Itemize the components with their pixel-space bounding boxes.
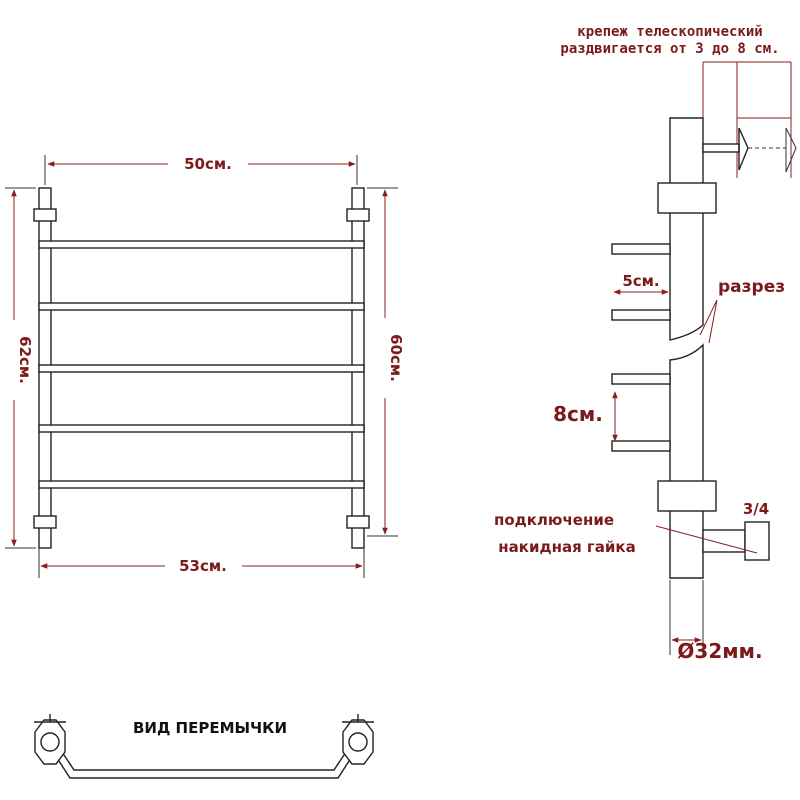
mount-note-line2: раздвигается от 3 до 8 см. [560, 41, 779, 57]
rung-4 [38, 424, 365, 433]
front-view: 50см. 53см. 62см. 60см. [5, 155, 405, 578]
wall-cone [738, 127, 749, 171]
connection-nut [744, 521, 770, 561]
bracket-top-right [346, 208, 370, 222]
cut-label: разрез [718, 277, 785, 297]
connection-line1: подключение [494, 511, 614, 529]
bracket-top-left [33, 208, 57, 222]
upper-bracket [657, 182, 717, 214]
thread-size: 3/4 [743, 500, 769, 518]
side-view: крепеж телескопический раздвигается от 3… [494, 24, 797, 663]
lower-bracket [657, 480, 717, 512]
mount-note-line1: крепеж телескопический [577, 24, 762, 40]
side-rung-1 [611, 243, 671, 255]
connection-line2: накидная гайка [498, 538, 635, 556]
dim-rung-depth: 5см. [622, 272, 659, 290]
bracket-bottom-right [346, 515, 370, 529]
connection-pipe [702, 529, 746, 553]
dim-height-left: 62см. [16, 336, 34, 384]
dim-height-right: 60см. [387, 334, 405, 382]
side-rung-4 [611, 440, 671, 452]
rung-5 [38, 480, 365, 489]
rung-2 [38, 302, 365, 311]
dim-width-top: 50см. [184, 155, 232, 173]
side-rung-2 [611, 309, 671, 321]
dim-pipe-diameter: Ø32мм. [677, 639, 762, 663]
dim-width-bottom: 53см. [179, 557, 227, 575]
wall-rod [702, 143, 740, 153]
dim-rung-spacing: 8см. [553, 402, 603, 426]
jumper-title: ВИД ПЕРЕМЫЧКИ [133, 719, 287, 737]
jumper-view: ВИД ПЕРЕМЫЧКИ [34, 714, 374, 779]
bracket-bottom-left [33, 515, 57, 529]
rung-1 [38, 240, 365, 249]
rung-3 [38, 364, 365, 373]
side-rung-3 [611, 373, 671, 385]
